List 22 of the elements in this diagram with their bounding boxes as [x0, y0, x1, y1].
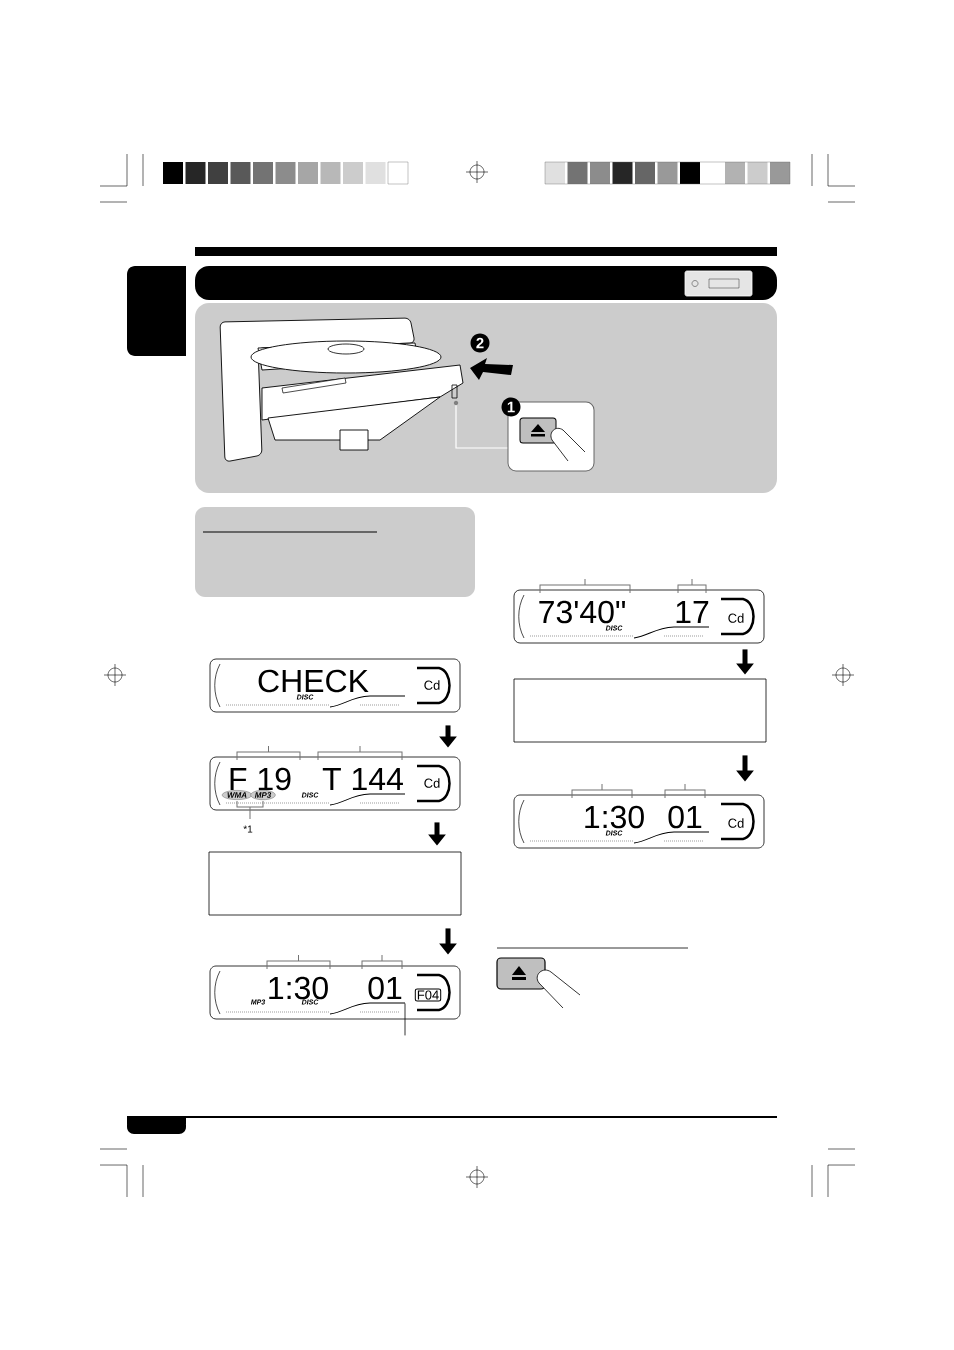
callout-number: 1 — [501, 397, 521, 417]
display-text: Cd — [728, 613, 744, 623]
display-text: WMA — [221, 790, 253, 800]
display-text: F 19 — [230, 767, 291, 791]
display-text: 1:30 — [269, 976, 328, 1000]
display-text: 73'40" — [539, 600, 625, 624]
display-text: 1:30 — [585, 805, 644, 829]
display-text: MP3 — [250, 790, 276, 800]
display-text: 17 — [676, 601, 709, 623]
display-text: F04 — [414, 988, 442, 1002]
blank-box — [513, 678, 767, 743]
display-text: CHECK — [258, 669, 369, 693]
display-text: 01 — [368, 976, 402, 1000]
display-text: 01 — [668, 805, 702, 829]
blank-box — [208, 851, 462, 916]
callout-number: 2 — [470, 333, 490, 353]
display-text: Cd — [424, 680, 440, 690]
footnote-mark: *1 — [243, 825, 253, 833]
display-text: Cd — [424, 778, 440, 788]
display-text: T 144 — [322, 768, 403, 790]
leader-line — [404, 1003, 406, 1036]
display-text: Cd — [728, 818, 744, 828]
